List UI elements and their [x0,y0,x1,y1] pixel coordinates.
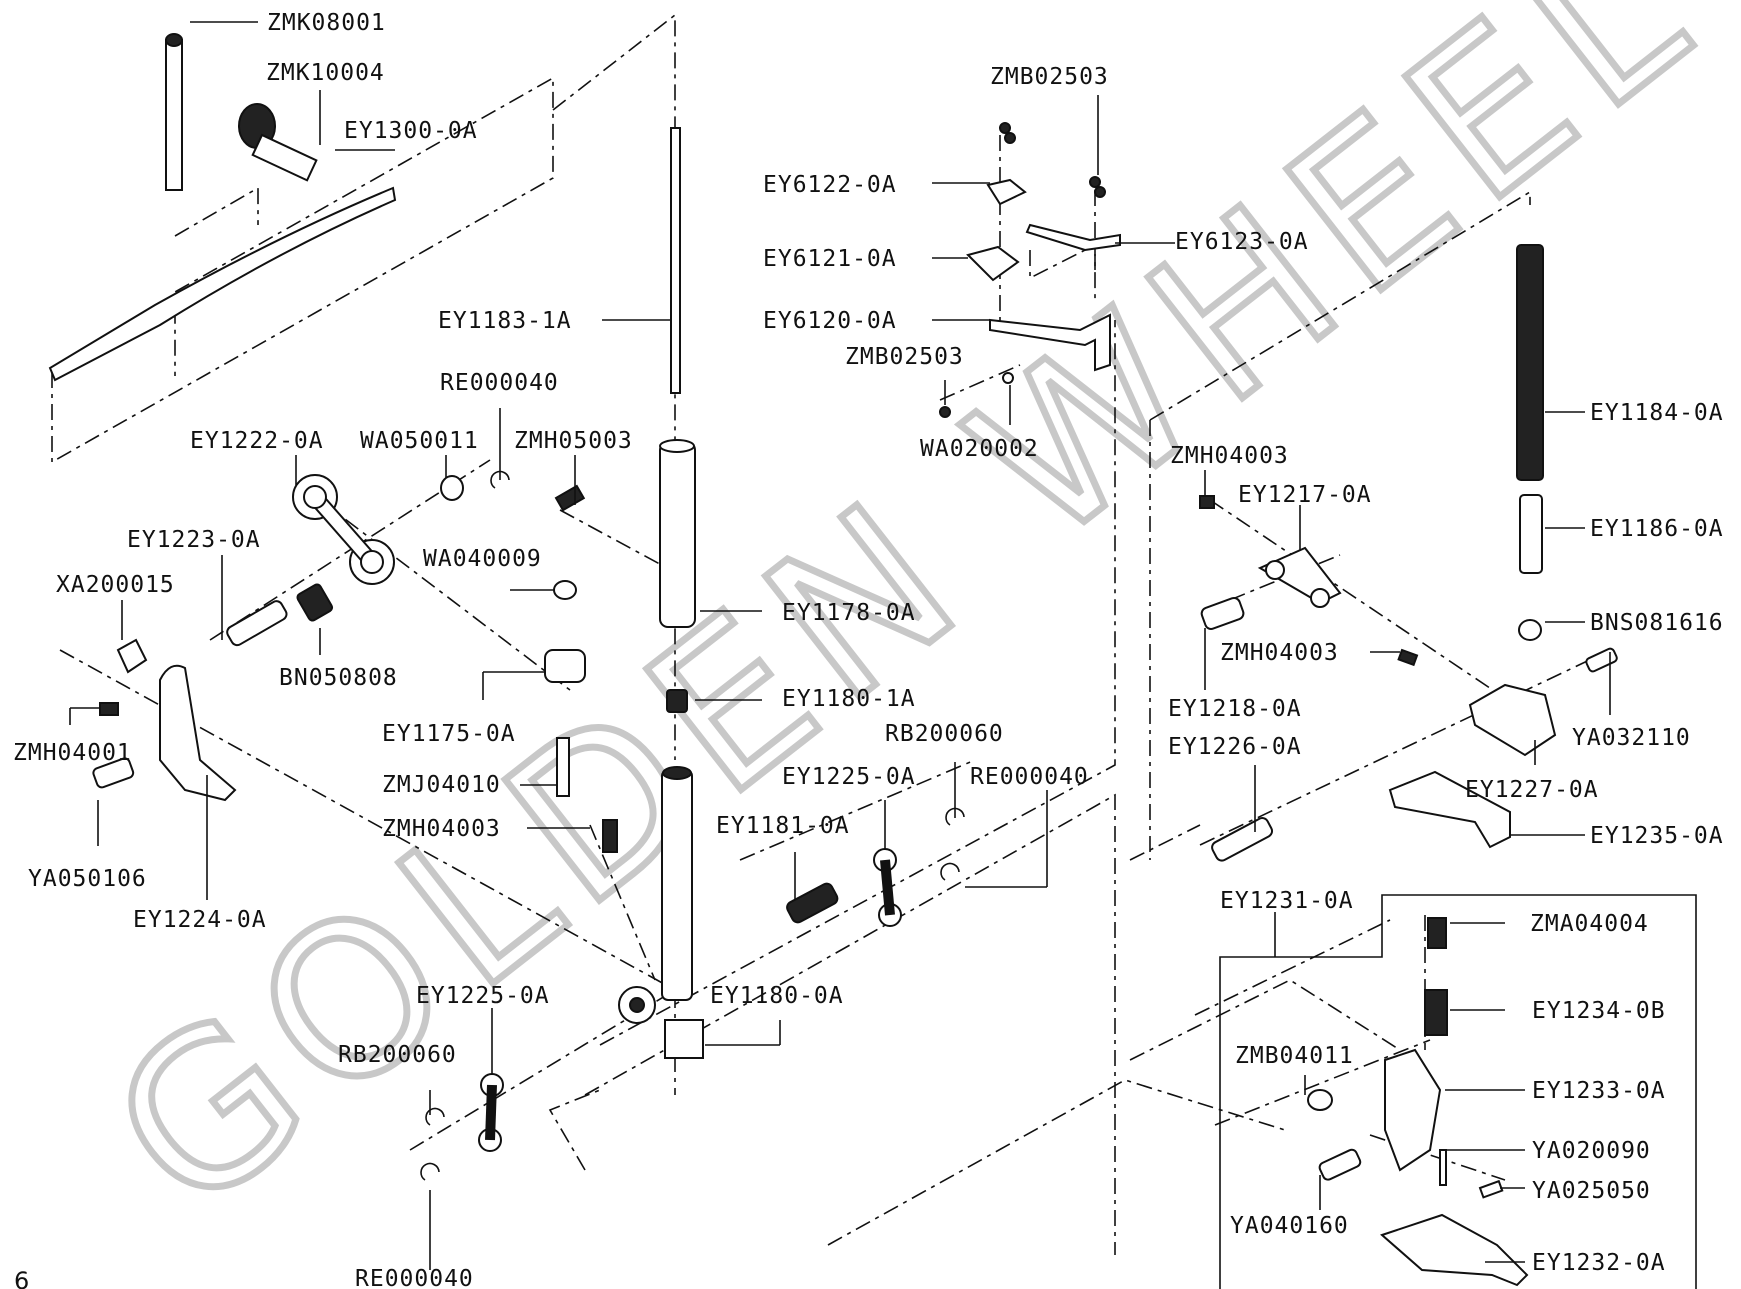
label-ey1184: EY1184-0A [1590,400,1724,426]
label-ey1217: EY1217-0A [1238,482,1372,508]
label-ey6123: EY6123-0A [1175,229,1309,255]
label-zmh04003-c: ZMH04003 [1220,640,1339,666]
label-re000040-b: RE000040 [970,764,1089,790]
label-ey1223: EY1223-0A [127,527,261,553]
foot-assembly-box [1219,894,1697,1289]
part-shapes [48,33,1618,1287]
label-xa200015: XA200015 [56,572,175,598]
label-wa050011: WA050011 [360,428,479,454]
part-labels: ZMK08001 ZMK10004 EY1300-0A EY1183-1A RE… [13,10,1724,1289]
label-ya020090: YA020090 [1532,1138,1651,1164]
label-ey1175: EY1175-0A [382,721,516,747]
label-ey1183: EY1183-1A [438,308,572,334]
label-zmh04001: ZMH04001 [13,740,132,766]
label-ey1225-a: EY1225-0A [782,764,916,790]
label-ey6120: EY6120-0A [763,308,897,334]
label-ey1227: EY1227-0A [1465,777,1599,803]
label-ey1231: EY1231-0A [1220,888,1354,914]
label-zma04004: ZMA04004 [1530,911,1649,937]
label-ey1180-1a: EY1180-1A [782,686,916,712]
label-zmk08001: ZMK08001 [267,10,386,36]
label-ey1300: EY1300-0A [344,118,478,144]
label-re000040-a: RE000040 [440,370,559,396]
label-ey1232: EY1232-0A [1532,1250,1666,1276]
page-number: 6 [14,1267,29,1289]
label-wa020002: WA020002 [920,436,1039,462]
label-wa040009: WA040009 [423,546,542,572]
label-zmb02503-a: ZMB02503 [990,64,1109,90]
label-zmh04003-a: ZMH04003 [382,816,501,842]
label-rb200060-a: RB200060 [885,721,1004,747]
label-ya025050: YA025050 [1532,1178,1651,1204]
label-ey1186: EY1186-0A [1590,516,1724,542]
label-ey1178: EY1178-0A [782,600,916,626]
label-ey1233: EY1233-0A [1532,1078,1666,1104]
label-ey6122: EY6122-0A [763,172,897,198]
label-zmb04011: ZMB04011 [1235,1043,1354,1069]
label-ey1218: EY1218-0A [1168,696,1302,722]
label-zmh04003-b: ZMH04003 [1170,443,1289,469]
label-ya050106: YA050106 [28,866,147,892]
label-zmj04010: ZMJ04010 [382,772,501,798]
label-zmb02503-b: ZMB02503 [845,344,964,370]
label-ya040160: YA040160 [1230,1213,1349,1239]
label-re000040-c: RE000040 [355,1266,474,1289]
leader-lines [69,21,1611,1270]
label-bns081616: BNS081616 [1590,610,1724,636]
label-zmk10004: ZMK10004 [266,60,385,86]
label-ey1234: EY1234-0B [1532,998,1666,1024]
label-ey1225-b: EY1225-0A [416,983,550,1009]
label-ey6121: EY6121-0A [763,246,897,272]
label-ey1224: EY1224-0A [133,907,267,933]
label-ey1226: EY1226-0A [1168,734,1302,760]
label-ey1180-0a: EY1180-0A [710,983,844,1009]
label-ey1222: EY1222-0A [190,428,324,454]
label-ey1181: EY1181-0A [716,813,850,839]
label-zmh05003: ZMH05003 [514,428,633,454]
label-rb200060-b: RB200060 [338,1042,457,1068]
label-ya032110: YA032110 [1572,725,1691,751]
label-ey1235: EY1235-0A [1590,823,1724,849]
label-bn050808: BN050808 [279,665,398,691]
